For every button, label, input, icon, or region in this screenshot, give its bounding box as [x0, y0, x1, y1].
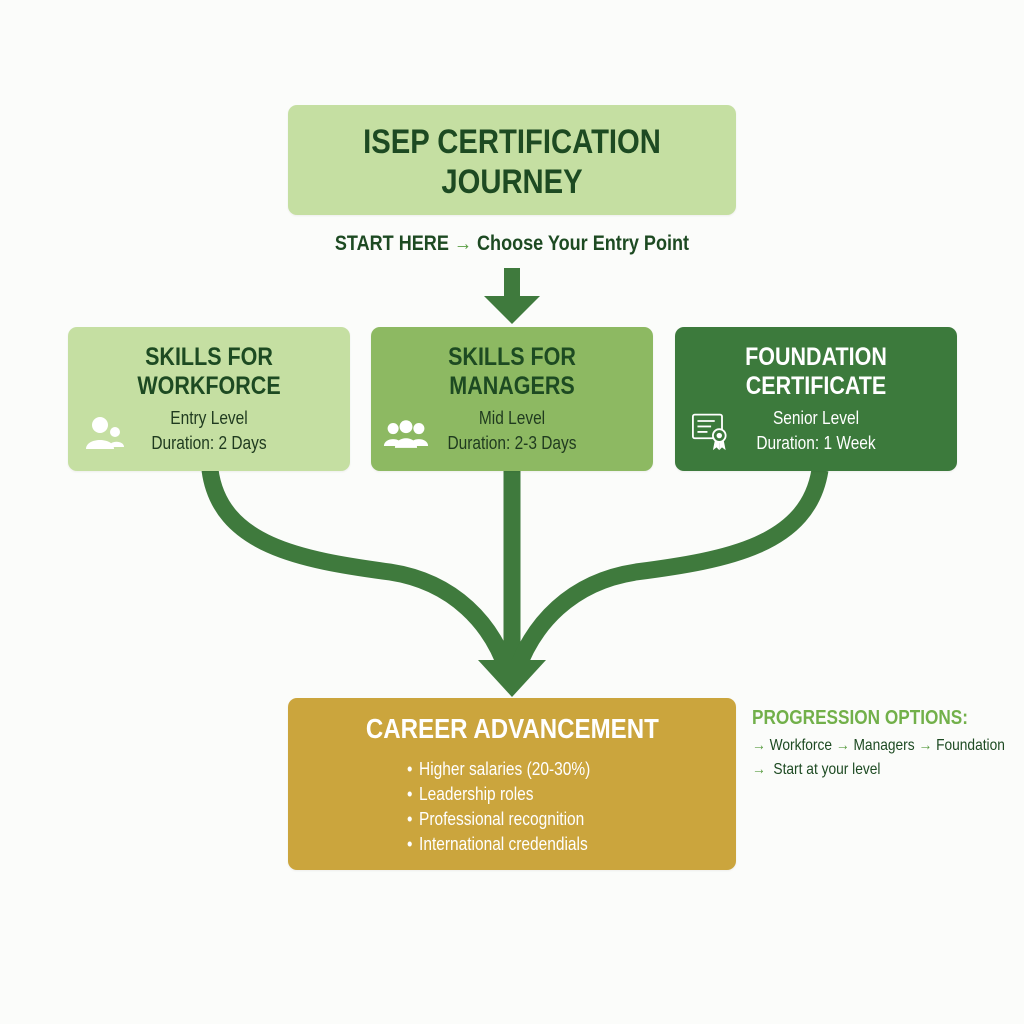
progression-path: → Workforce → Managers → Foundation — [752, 737, 1005, 754]
benefit-item: •Leadership roles — [407, 782, 590, 807]
title-line-2: JOURNEY — [441, 163, 583, 201]
foundation-box: FOUNDATION CERTIFICATE Senior Level Dura… — [675, 327, 957, 471]
bullet-icon: • — [407, 809, 413, 829]
career-box — [288, 698, 736, 870]
workforce-box: SKILLS FOR WORKFORCE Entry Level Duratio… — [68, 327, 350, 471]
foundation-title-line-2: CERTIFICATE — [745, 372, 887, 400]
managers-level: Mid Level — [478, 408, 546, 428]
foundation-duration: Duration: 1 Week — [756, 433, 876, 453]
workforce-level: Entry Level — [170, 408, 248, 428]
managers-box: SKILLS FOR MANAGERS Mid Level Duration: … — [371, 327, 653, 471]
certificate-icon — [692, 413, 727, 451]
workforce-flow-line — [201, 468, 516, 673]
arrow-icon: → — [752, 761, 766, 778]
start-label: START HERE — [334, 232, 449, 255]
workforce-title-line-1: SKILLS FOR — [145, 343, 273, 371]
start-down-arrow — [484, 268, 540, 324]
foundation-flow-line — [508, 468, 829, 673]
bullet-icon: • — [407, 759, 413, 779]
foundation-title-line-1: FOUNDATION — [745, 343, 887, 371]
managers-title-line-1: SKILLS FOR — [448, 343, 576, 371]
foundation-level: Senior Level — [772, 408, 860, 428]
person-icon — [86, 417, 124, 449]
start-arrow-icon: → — [453, 232, 473, 255]
start-instruction: START HERE → Choose Your Entry Point — [0, 232, 1024, 256]
merge-arrowhead — [478, 660, 546, 697]
workforce-duration: Duration: 2 Days — [151, 433, 267, 453]
progression-alt: → Start at your level — [752, 761, 881, 778]
managers-title-line-2: MANAGERS — [449, 372, 575, 400]
start-text: Choose Your Entry Point — [477, 232, 690, 255]
arrow-icon: → — [835, 737, 850, 754]
arrow-icon: → — [752, 737, 766, 754]
arrow-icon: → — [918, 737, 933, 754]
title-line-1: ISEP CERTIFICATION — [363, 123, 661, 161]
managers-duration: Duration: 2-3 Days — [447, 433, 577, 453]
career-title: CAREER ADVANCEMENT — [365, 713, 659, 744]
title-box: ISEP CERTIFICATION JOURNEY — [288, 105, 736, 215]
bullet-icon: • — [407, 834, 413, 854]
benefits-list: •Higher salaries (20-30%) •Leadership ro… — [407, 757, 620, 857]
benefit-item: •International credendials — [407, 832, 590, 857]
group-icon — [383, 420, 429, 448]
workforce-title-line-2: WORKFORCE — [137, 372, 281, 400]
bullet-icon: • — [407, 784, 413, 804]
benefit-item: •Professional recognition — [407, 807, 590, 832]
progression-title: PROGRESSION OPTIONS: — [752, 707, 968, 729]
benefit-item: •Higher salaries (20-30%) — [407, 757, 590, 782]
